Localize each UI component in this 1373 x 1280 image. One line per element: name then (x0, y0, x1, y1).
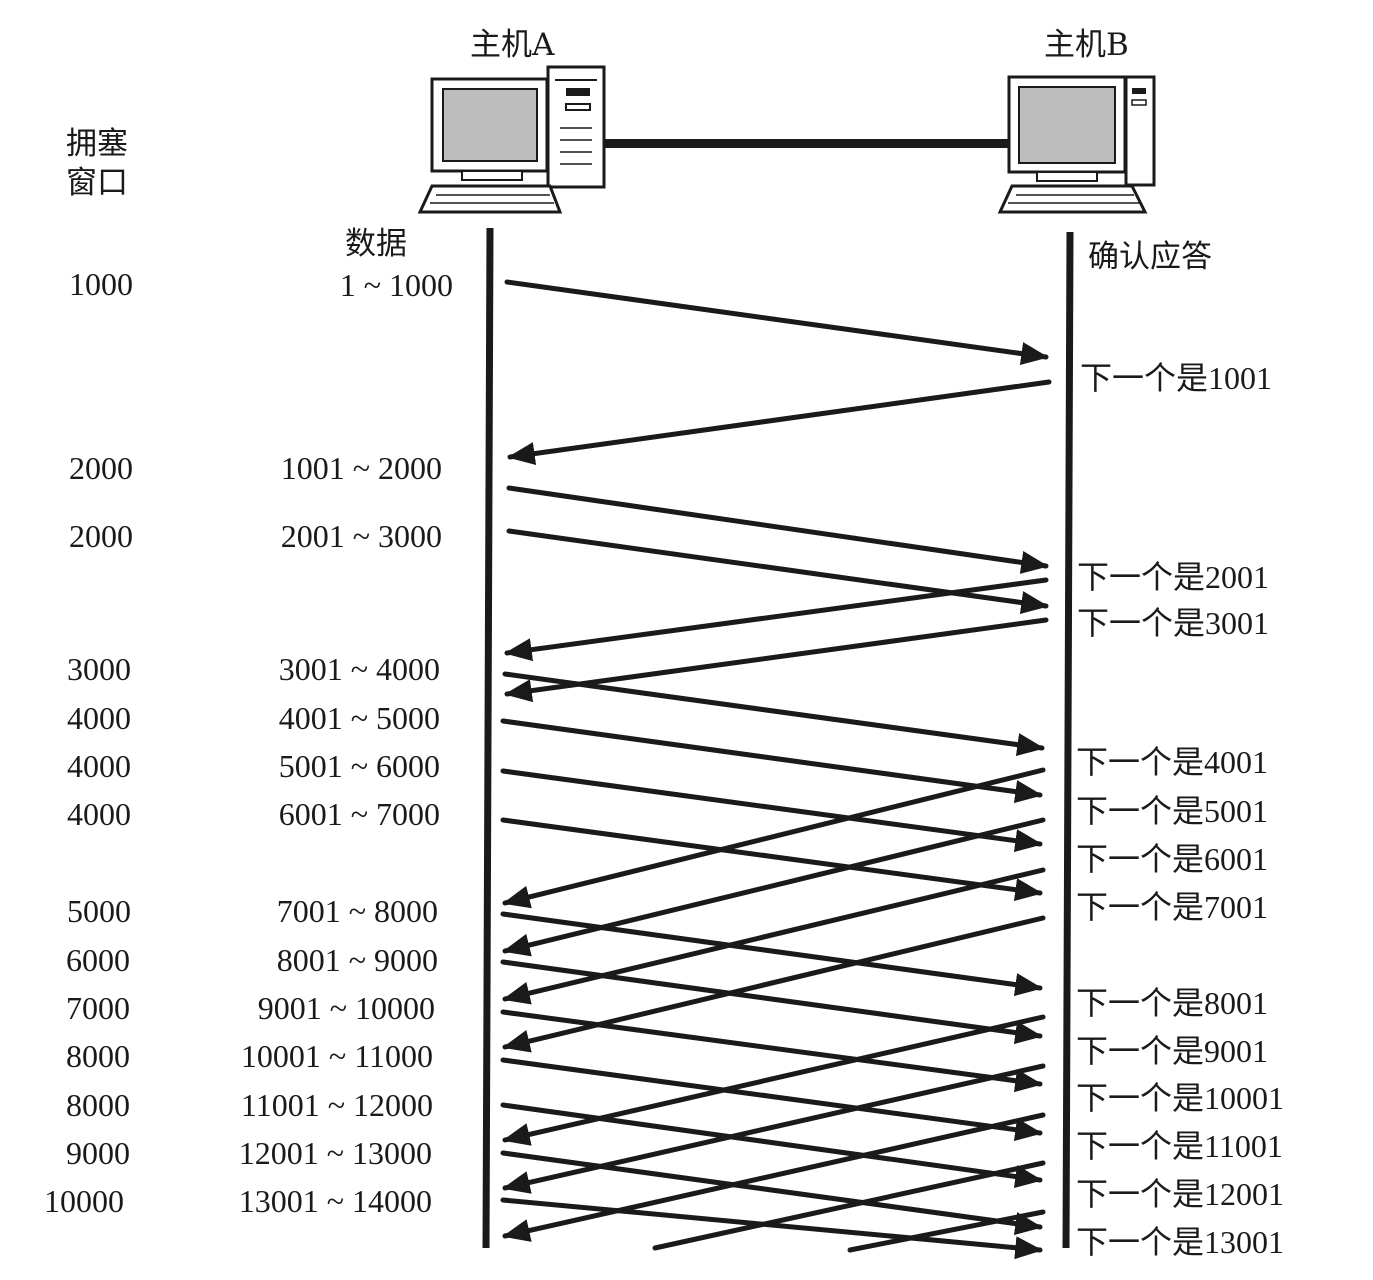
host-b-label: 主机B (1044, 30, 1129, 61)
ack-label: 下一个是10001 (1076, 1082, 1284, 1114)
data-range: 8001 ~ 9000 (277, 944, 438, 976)
ack-label: 下一个是1001 (1080, 362, 1272, 394)
cwnd-value: 7000 (66, 992, 130, 1024)
data-range: 13001 ~ 14000 (239, 1185, 432, 1217)
ack-arrow (510, 382, 1049, 457)
ack-label: 下一个是3001 (1077, 607, 1269, 639)
cwnd-value: 9000 (66, 1137, 130, 1169)
cwnd-value: 4000 (67, 750, 131, 782)
data-range: 1001 ~ 2000 (281, 452, 442, 484)
cwnd-title-line1: 拥塞 (66, 129, 128, 160)
data-range: 12001 ~ 13000 (239, 1137, 432, 1169)
cwnd-value: 4000 (67, 702, 131, 734)
cwnd-value: 4000 (67, 798, 131, 830)
ack-arrow (655, 1163, 1043, 1248)
host-b-timeline (1066, 232, 1070, 1248)
ack-arrow (507, 620, 1046, 694)
ack-label: 下一个是12001 (1076, 1178, 1284, 1210)
ack-label: 下一个是7001 (1076, 891, 1268, 923)
host-a-label: 主机A (470, 30, 554, 61)
data-range: 3001 ~ 4000 (279, 653, 440, 685)
ack-label: 下一个是6001 (1076, 843, 1268, 875)
data-segment-arrow (503, 914, 1040, 988)
cwnd-value: 2000 (69, 520, 133, 552)
ack-label: 下一个是11001 (1076, 1130, 1283, 1162)
ack-column-title: 确认应答 (1088, 242, 1212, 273)
cwnd-value: 2000 (69, 452, 133, 484)
ack-label: 下一个是5001 (1076, 795, 1268, 827)
host-a-computer-icon (420, 67, 604, 212)
cwnd-title-line2: 窗口 (66, 168, 128, 199)
cwnd-value: 3000 (67, 653, 131, 685)
data-range: 9001 ~ 10000 (258, 992, 435, 1024)
ack-label: 下一个是13001 (1076, 1226, 1284, 1258)
ack-label: 下一个是2001 (1077, 561, 1269, 593)
data-range: 5001 ~ 6000 (279, 750, 440, 782)
data-range: 11001 ~ 12000 (241, 1089, 433, 1121)
data-range: 10001 ~ 11000 (241, 1040, 433, 1072)
data-range: 1 ~ 1000 (340, 269, 453, 301)
ack-arrow (507, 580, 1046, 653)
data-range: 4001 ~ 5000 (279, 702, 440, 734)
data-segment-arrow (507, 282, 1046, 357)
ack-label: 下一个是4001 (1076, 746, 1268, 778)
ack-arrow (850, 1212, 1043, 1250)
data-column-title: 数据 (345, 229, 407, 260)
cwnd-value: 8000 (66, 1040, 130, 1072)
data-range: 7001 ~ 8000 (277, 895, 438, 927)
cwnd-value: 8000 (66, 1089, 130, 1121)
cwnd-value: 10000 (44, 1185, 124, 1217)
ack-label: 下一个是8001 (1076, 987, 1268, 1019)
data-segment-arrow (509, 488, 1046, 566)
cwnd-value: 6000 (66, 944, 130, 976)
data-range: 6001 ~ 7000 (279, 798, 440, 830)
cwnd-value: 5000 (67, 895, 131, 927)
arrow-layer (503, 282, 1049, 1250)
network-cable (604, 139, 1010, 148)
host-b-computer-icon (1000, 77, 1154, 212)
data-range: 2001 ~ 3000 (281, 520, 442, 552)
ack-label: 下一个是9001 (1076, 1035, 1268, 1067)
data-segment-arrow (509, 531, 1046, 606)
cwnd-value: 1000 (69, 268, 133, 300)
host-a-timeline (486, 228, 490, 1248)
